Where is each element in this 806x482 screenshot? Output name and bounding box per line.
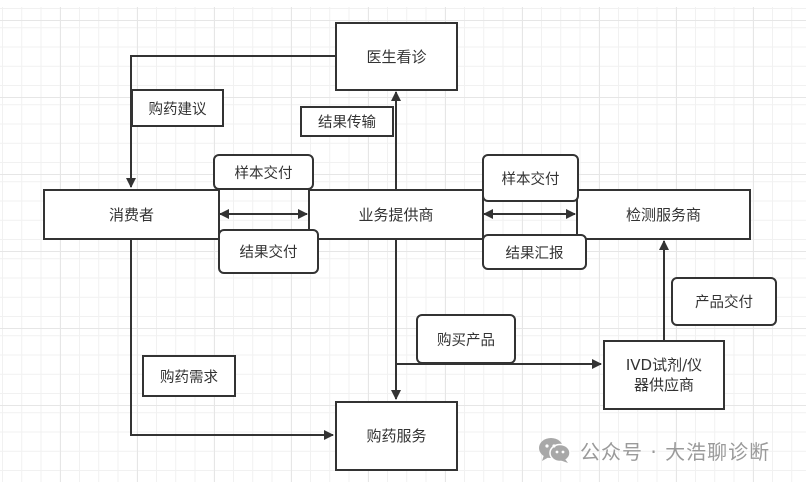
- label-result-report[interactable]: 结果汇报: [482, 234, 587, 270]
- label-result-transmission[interactable]: 结果传输: [300, 106, 394, 137]
- node-business-provider-label: 业务提供商: [358, 205, 434, 224]
- label-product-delivery[interactable]: 产品交付: [671, 277, 777, 326]
- label-product-delivery-text: 产品交付: [695, 295, 753, 311]
- node-pharmacy-service-label: 购药服务: [366, 427, 427, 445]
- node-doctor[interactable]: 医生看诊: [335, 22, 458, 91]
- label-sample-delivery-right-text: 样本交付: [501, 171, 560, 188]
- watermark: 公众号 · 大浩聊诊断: [538, 434, 770, 466]
- edge-doctor-to-consumer: [126, 55, 335, 188]
- node-doctor-label: 医生看诊: [366, 47, 427, 66]
- label-buy-product-text: 购买产品: [437, 332, 495, 349]
- node-pharmacy-service[interactable]: 购药服务: [335, 401, 458, 471]
- node-testing-provider[interactable]: 检测服务商: [576, 189, 751, 240]
- label-purchase-advice[interactable]: 购药建议: [131, 89, 224, 127]
- label-result-report-text: 结果汇报: [505, 245, 564, 262]
- label-sample-delivery-left[interactable]: 样本交付: [213, 154, 314, 190]
- node-testing-provider-label: 检测服务商: [625, 205, 701, 224]
- label-sample-delivery-right[interactable]: 样本交付: [482, 154, 579, 202]
- label-purchase-demand-text: 购药需求: [160, 369, 218, 386]
- wechat-icon: [539, 438, 571, 463]
- label-purchase-advice-text: 购药建议: [148, 101, 207, 118]
- label-buy-product[interactable]: 购买产品: [416, 314, 516, 364]
- label-sample-delivery-left-text: 样本交付: [234, 165, 293, 182]
- node-ivd-supplier-label-line2: 器供应商: [633, 376, 694, 394]
- node-consumer-label: 消费者: [108, 205, 154, 224]
- label-purchase-demand[interactable]: 购药需求: [142, 355, 236, 397]
- label-result-delivery[interactable]: 结果交付: [218, 229, 319, 274]
- node-business-provider[interactable]: 业务提供商: [308, 189, 484, 240]
- label-result-transmission-text: 结果传输: [318, 115, 376, 131]
- edge-consumer-to-pharmacy: [130, 239, 334, 440]
- node-ivd-supplier[interactable]: IVD试剂/仪 器供应商: [603, 340, 725, 410]
- node-ivd-supplier-label-line1: IVD试剂/仪: [625, 356, 703, 374]
- label-result-delivery-text: 结果交付: [239, 245, 298, 261]
- node-consumer[interactable]: 消费者: [43, 189, 220, 240]
- watermark-text: 公众号 · 大浩聊诊断: [580, 439, 771, 464]
